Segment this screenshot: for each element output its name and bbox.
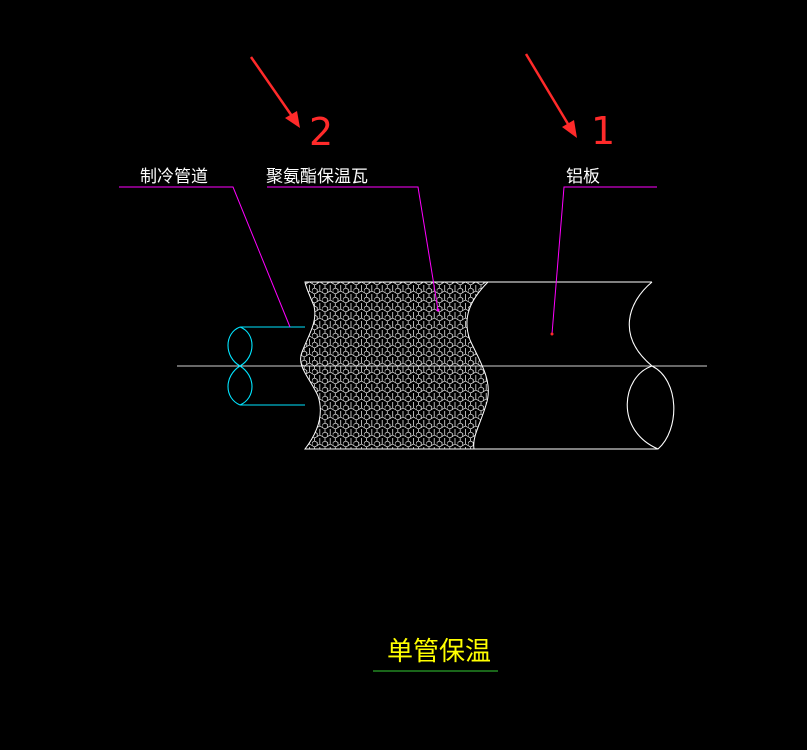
diagram-title: 单管保温 [387, 637, 491, 667]
annotation-arrow-2 [249, 56, 300, 128]
marker-1: 1 [591, 109, 615, 153]
leader-lines [119, 186, 657, 335]
aluminum-sheet [474, 281, 675, 450]
leader-dot-pu [436, 308, 440, 312]
annotation-arrow-1 [524, 53, 577, 138]
marker-2: 2 [309, 110, 333, 154]
label-refrigeration-pipe: 制冷管道 [140, 167, 208, 187]
leader-dot-aluminum [550, 332, 554, 336]
pu-insulation-mesh [300, 281, 490, 450]
leader-refrigeration-pipe [119, 186, 291, 328]
leader-pu-insulation [267, 186, 439, 311]
leader-aluminum-sheet [551, 186, 657, 335]
refrigeration-pipe [227, 326, 305, 406]
label-pu-insulation: 聚氨酯保温瓦 [266, 167, 368, 187]
label-aluminum-sheet: 铝板 [566, 167, 600, 187]
